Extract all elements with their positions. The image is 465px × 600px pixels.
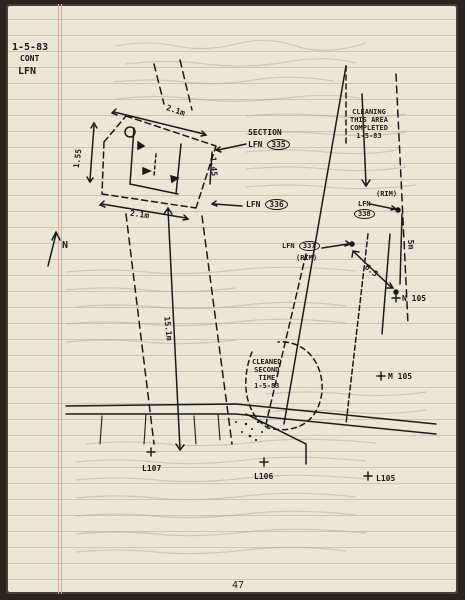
grid-l106: L106 [254,472,274,481]
grid-l105: L105 [376,474,396,483]
lfn-335-circle: 335 [267,139,290,150]
notebook-page: 1-5-83 CONT LFN N 2.1m 1.55 1.45 2.1m SE… [6,4,458,594]
lfn-336-circle: 336 [265,199,288,210]
grid-m105: M 105 [388,372,413,381]
section-label: SECTION [248,128,282,137]
entry-date: 1-5-83 [12,42,49,53]
dimension-right: 1.45 [208,156,219,177]
north-arrow-icon [47,230,61,267]
lfn-337-label: LFN 337 [282,241,320,251]
margin-line [58,4,59,594]
lfn-338-label: LFN [358,200,371,208]
page-number: 47 [232,580,245,591]
lfn-336-label: LFN 336 [246,199,288,210]
entry-cont: CONT [20,54,40,63]
lfn-338-num: 338 [354,209,375,219]
bleed-through-text [65,39,427,555]
north-label: N [62,240,69,251]
lfn-338-circle: 338 [354,209,375,219]
dimension-5m: 5m [406,239,416,250]
cleaned-note: CLEANED SECOND TIME 1-5-83 [252,358,282,390]
lfn-338-rim: (RIM) [376,190,398,198]
grid-l107: L107 [142,464,162,473]
entry-lfn: LFN [18,66,37,77]
lfn-337-rim: (RIM) [296,254,318,262]
site-sketch [47,59,437,481]
lfn-337-circle: 337 [298,241,320,251]
grid-n105: N 105 [402,294,427,303]
section-lfn: LFN 335 [248,139,290,150]
cleaning-note: CLEANING THIS AREA COMPLETED 1-5-83 [350,108,388,140]
margin-line-inner [61,4,62,594]
